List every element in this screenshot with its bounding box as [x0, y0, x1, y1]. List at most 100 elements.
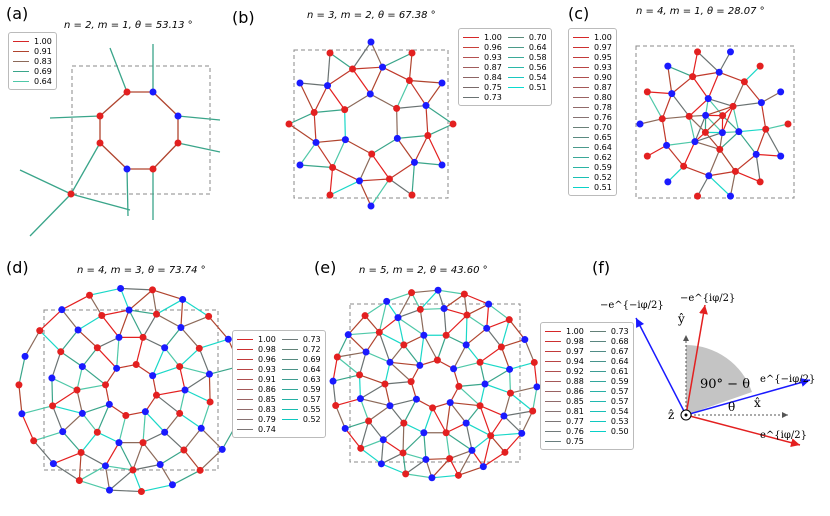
- legend-swatch: [507, 86, 524, 88]
- lattice-site: [383, 297, 391, 305]
- lattice-site: [139, 439, 147, 447]
- bond: [378, 332, 391, 363]
- lattice-site: [296, 161, 304, 169]
- lattice-site: [462, 341, 470, 349]
- bond: [105, 465, 134, 471]
- lattice-site: [176, 363, 184, 371]
- legend-swatch: [463, 56, 479, 58]
- bond: [151, 289, 158, 315]
- legend-entry: 0.92: [545, 366, 584, 376]
- panel-letter-f: (f): [592, 258, 611, 277]
- bond: [423, 334, 438, 361]
- legend-entry: 0.75: [463, 82, 502, 92]
- legend-entry: 0.75: [545, 436, 584, 446]
- legend-swatch: [573, 126, 589, 128]
- bond: [443, 307, 468, 316]
- bond: [18, 384, 23, 414]
- bond: [159, 449, 185, 465]
- bond: [299, 142, 317, 166]
- bond: [164, 431, 185, 451]
- legend-swatch: [507, 56, 524, 58]
- lattice-site: [122, 411, 130, 419]
- bond: [358, 180, 372, 207]
- bond: [332, 381, 337, 406]
- lattice-site: [129, 466, 137, 474]
- bond: [371, 137, 398, 155]
- lattice-site: [15, 381, 23, 389]
- bond: [179, 347, 200, 368]
- bond: [81, 413, 98, 433]
- lattice-site: [36, 327, 44, 335]
- lattice-site: [181, 386, 189, 394]
- lattice-site: [718, 129, 726, 137]
- bond: [164, 327, 182, 349]
- legend-swatch: [13, 70, 29, 72]
- legend-swatch: [463, 96, 479, 98]
- bond: [364, 315, 380, 333]
- lattice-site: [367, 38, 375, 46]
- lattice-site: [449, 120, 457, 128]
- bond: [382, 52, 413, 68]
- lattice-site: [377, 460, 385, 468]
- lattice-site: [21, 352, 29, 360]
- legend-value: 0.59: [610, 376, 629, 386]
- bond: [445, 432, 473, 451]
- bond: [179, 412, 202, 429]
- lattice-site: [368, 150, 376, 158]
- bond: [732, 102, 762, 107]
- lattice-site: [462, 419, 470, 427]
- bond: [358, 351, 367, 376]
- lattice-site: [476, 358, 484, 366]
- bond: [365, 331, 380, 353]
- bond: [457, 450, 473, 476]
- bond: [503, 415, 523, 434]
- lattice-site: [385, 175, 393, 183]
- bond: [53, 451, 82, 465]
- bond: [692, 76, 709, 99]
- legend-entry: 0.50: [589, 426, 629, 436]
- bond: [337, 351, 367, 358]
- legend-value: 0.64: [302, 364, 321, 374]
- lattice-site: [356, 395, 364, 403]
- bond: [101, 309, 130, 317]
- legend-value: 0.84: [484, 72, 502, 82]
- lattice-site: [355, 177, 363, 185]
- bond: [329, 180, 360, 196]
- legend-swatch: [281, 368, 298, 370]
- legend-swatch: [281, 388, 298, 390]
- lattice-site: [408, 49, 416, 57]
- bond: [389, 405, 405, 424]
- legend-swatch: [507, 66, 524, 68]
- panel-title-c: n = 4, m = 1, θ = 28.07 °: [636, 6, 765, 17]
- lattice-site: [386, 358, 394, 366]
- bond: [445, 334, 467, 346]
- bond: [200, 427, 223, 450]
- lattice-site: [123, 88, 131, 96]
- bond: [118, 309, 130, 338]
- bond: [486, 304, 490, 329]
- bond: [360, 439, 384, 449]
- legend-swatch: [281, 378, 298, 380]
- legend-entry: 0.90: [573, 72, 612, 82]
- legend-swatch: [13, 80, 29, 82]
- bond: [402, 432, 425, 454]
- bond: [180, 315, 209, 329]
- bond: [60, 351, 83, 368]
- bond: [662, 115, 690, 120]
- bond: [70, 193, 131, 211]
- legend-value: 0.87: [594, 82, 612, 92]
- lattice-site: [429, 404, 437, 412]
- lattice-site: [643, 152, 651, 160]
- bond: [184, 373, 210, 391]
- bond: [182, 298, 209, 317]
- bond: [445, 402, 451, 433]
- bond: [765, 128, 782, 157]
- panel-title-d: n = 4, m = 3, θ = 73.74 °: [77, 265, 206, 276]
- label-theta: θ: [728, 400, 736, 414]
- bond: [760, 102, 767, 130]
